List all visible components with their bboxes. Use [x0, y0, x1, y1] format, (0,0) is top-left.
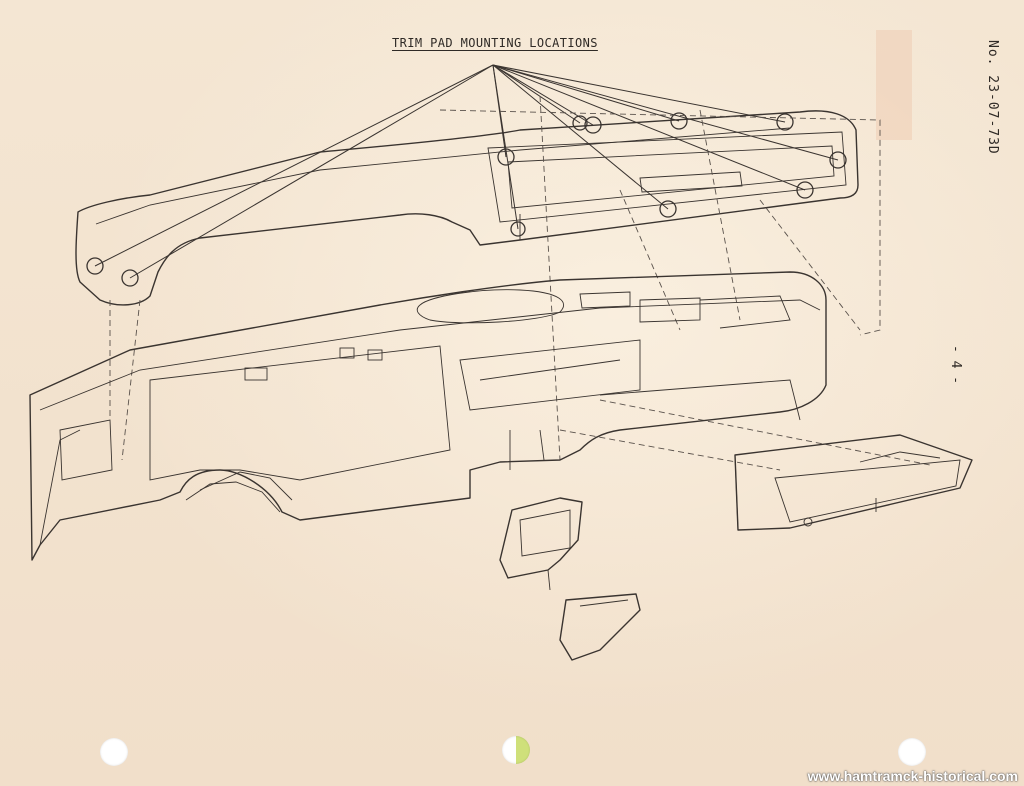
projection-lines: [109, 95, 931, 471]
glove-box: [734, 434, 973, 531]
leader-lines: [94, 64, 839, 279]
document-number: No. 23-07-73D: [985, 40, 1000, 155]
site-watermark: www.hamtramck-historical.com: [807, 768, 1018, 784]
ashtray-pocket: [559, 593, 641, 661]
mounting-points: [86, 112, 847, 287]
instrument-panel: [29, 271, 827, 561]
binder-hole-left: [100, 738, 128, 766]
page-number: - 4 -: [948, 345, 963, 385]
pink-tab-mark: [876, 30, 912, 140]
upper-trim-pad: [75, 110, 859, 306]
page-title: TRIM PAD MOUNTING LOCATIONS: [392, 36, 598, 50]
mounting-bracket: [499, 497, 583, 591]
binder-hole-right: [898, 738, 926, 766]
binder-hole-center: [502, 736, 530, 764]
